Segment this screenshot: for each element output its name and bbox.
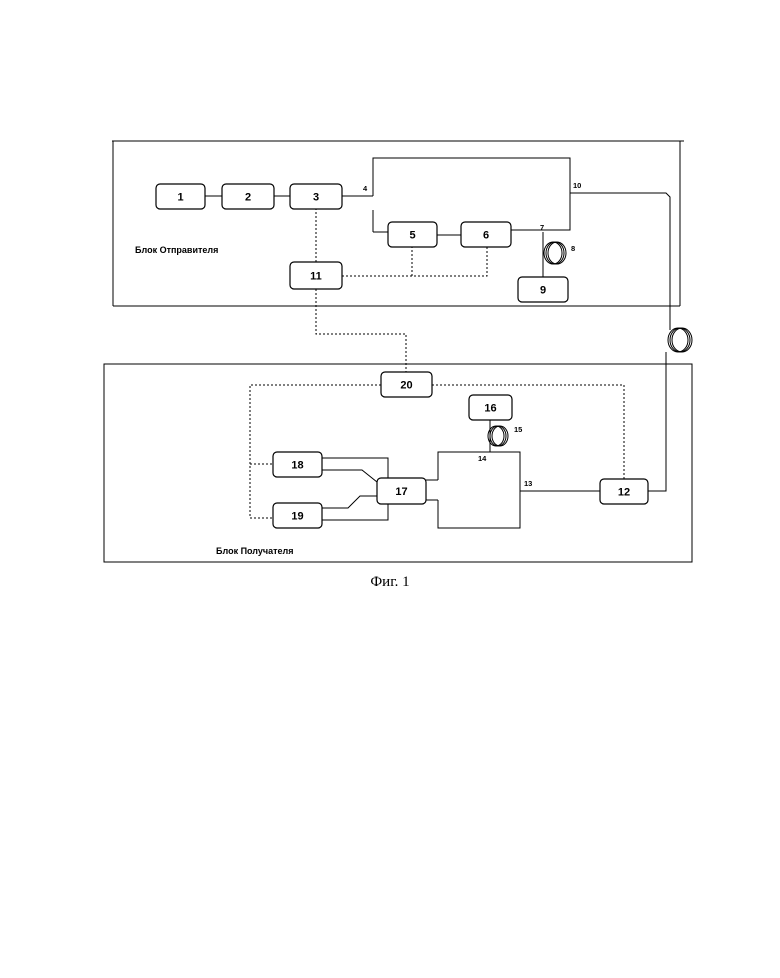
node-17: 17 xyxy=(377,478,426,504)
node-11-label: 11 xyxy=(310,271,322,283)
port-label-10: 10 xyxy=(573,181,581,190)
port-label-7: 7 xyxy=(540,223,544,232)
node-16-label: 16 xyxy=(484,403,496,415)
node-1-label: 1 xyxy=(177,192,183,204)
node-5-label: 5 xyxy=(409,230,415,242)
figure-caption: Фиг. 1 xyxy=(0,574,780,591)
port-label-4: 4 xyxy=(363,184,368,193)
node-20-label: 20 xyxy=(400,380,412,392)
node-9: 9 xyxy=(518,277,568,302)
node-6: 6 xyxy=(461,222,511,247)
receiver-block-title: Блок Получателя xyxy=(216,546,294,556)
fiber-coil-8-icon xyxy=(544,242,566,264)
node-1: 1 xyxy=(156,184,205,209)
node-9-label: 9 xyxy=(540,285,546,297)
fiber-coil-link-icon xyxy=(668,328,692,352)
node-18: 18 xyxy=(273,452,322,477)
node-20: 20 xyxy=(381,372,432,397)
node-12: 12 xyxy=(600,479,648,504)
port-label-15: 15 xyxy=(514,425,522,434)
node-17-label: 17 xyxy=(395,486,407,498)
receiver-large-module xyxy=(438,452,520,528)
fiber-coil-15-icon xyxy=(488,426,508,446)
port-label-14: 14 xyxy=(478,454,487,463)
node-19-label: 19 xyxy=(291,511,303,523)
node-5: 5 xyxy=(388,222,437,247)
node-6-label: 6 xyxy=(483,230,489,242)
node-2: 2 xyxy=(222,184,274,209)
node-3-label: 3 xyxy=(313,192,319,204)
node-2-label: 2 xyxy=(245,192,251,204)
sender-large-module xyxy=(373,158,570,232)
node-19: 19 xyxy=(273,503,322,528)
node-12-label: 12 xyxy=(618,487,630,499)
node-18-label: 18 xyxy=(291,460,303,472)
node-16: 16 xyxy=(469,395,512,420)
port-label-13: 13 xyxy=(524,479,532,488)
node-3: 3 xyxy=(290,184,342,209)
sender-block-title: Блок Отправителя xyxy=(135,245,218,255)
node-11: 11 xyxy=(290,262,342,289)
port-label-8: 8 xyxy=(571,244,575,253)
